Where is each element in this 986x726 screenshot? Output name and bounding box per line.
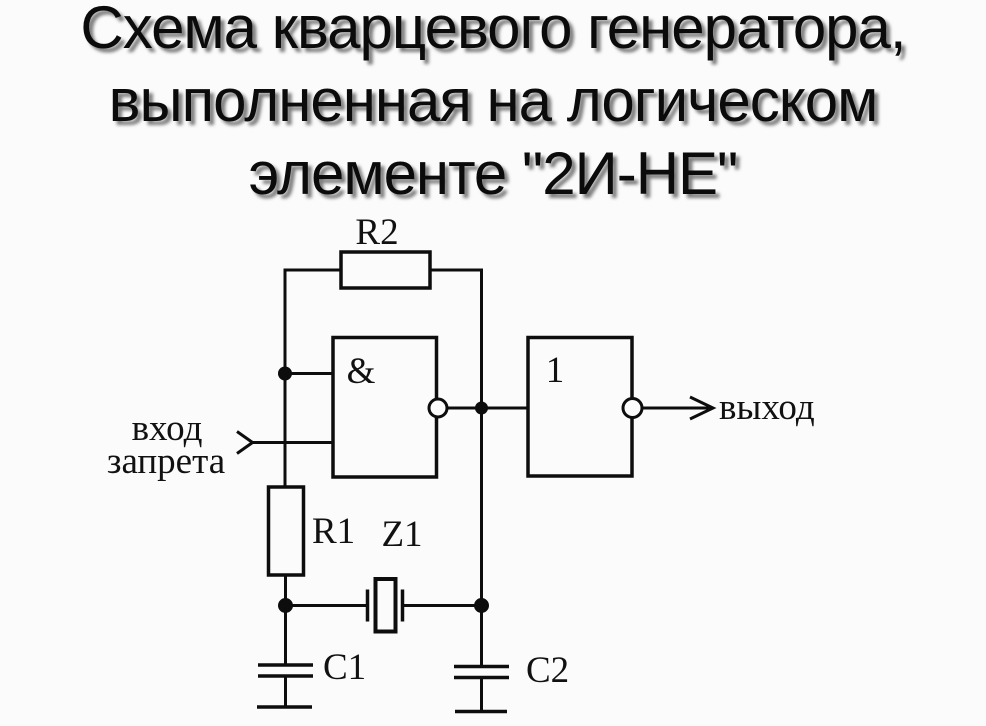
output-arrow-icon xyxy=(689,395,717,421)
nand-inversion-bubble xyxy=(427,397,449,419)
label-c2: C2 xyxy=(526,650,569,691)
input-label-line1: вход xyxy=(132,408,203,449)
title-line-2: выполненная на логическом xyxy=(108,67,879,134)
wire-right-rail xyxy=(430,268,483,666)
label-c1: C1 xyxy=(323,647,366,688)
nand-gate-body xyxy=(331,335,439,479)
slide-title: Схема кварцевого генератора, выполненная… xyxy=(0,0,986,210)
inverter-inversion-bubble xyxy=(621,397,644,419)
wire-left-rail xyxy=(283,268,341,487)
resistor-r2 xyxy=(339,250,432,290)
junction-dot-crystal-left xyxy=(278,598,293,613)
output-label: выход xyxy=(719,387,815,428)
resistor-r1 xyxy=(266,485,306,577)
input-label-line2: запрета xyxy=(107,441,225,482)
junction-dot-crystal-right xyxy=(474,598,489,613)
title-line-3: элементе "2И-НЕ" xyxy=(248,140,739,207)
label-z1: Z1 xyxy=(381,514,422,555)
junction-dot-input1 xyxy=(278,366,292,381)
input-arrow-icon xyxy=(236,430,256,455)
label-r1: R1 xyxy=(312,511,355,552)
nand-gate-symbol: & xyxy=(347,351,376,392)
label-r2: R2 xyxy=(355,212,398,253)
inverter-gate-symbol: 1 xyxy=(546,350,565,391)
crystal-z1 xyxy=(373,577,398,634)
junction-dot-nand-output xyxy=(475,401,488,415)
title-line-1: Схема кварцевого генератора, xyxy=(80,0,906,61)
inverter-gate-body xyxy=(526,335,634,478)
